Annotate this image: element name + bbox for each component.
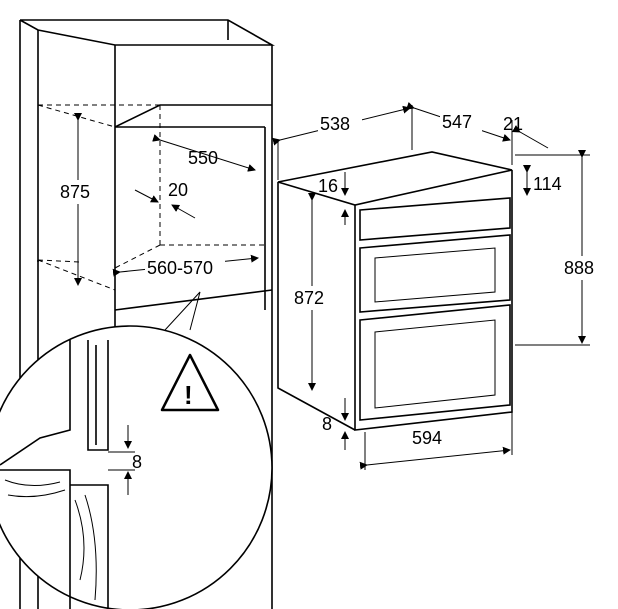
oven-total-height-label: 888: [564, 258, 594, 278]
oven-width-label: 594: [412, 428, 442, 448]
oven-depth-total-label: 538: [320, 114, 350, 134]
oven-dimension-lines: [272, 101, 590, 470]
detail-magnifier: [0, 291, 273, 609]
warning-icon: !: [160, 353, 220, 412]
oven-depth-body-label: 547: [442, 112, 472, 132]
detail-gap-label: 8: [132, 452, 142, 472]
oven: [277, 151, 513, 431]
oven-top-offset-label: 16: [318, 176, 338, 196]
oven-panel-height-label: 114: [533, 174, 562, 194]
oven-body-height-label: 872: [294, 288, 324, 308]
oven-front-depth-label: 21: [503, 114, 523, 134]
cabinet-depth-label: 550: [188, 148, 218, 168]
cabinet-gap-label: 20: [168, 180, 188, 200]
svg-text:!: !: [184, 380, 193, 410]
cabinet-height-label: 875: [60, 182, 90, 202]
oven-bottom-offset-label: 8: [322, 414, 332, 434]
cabinet-width-label: 560-570: [147, 258, 213, 278]
